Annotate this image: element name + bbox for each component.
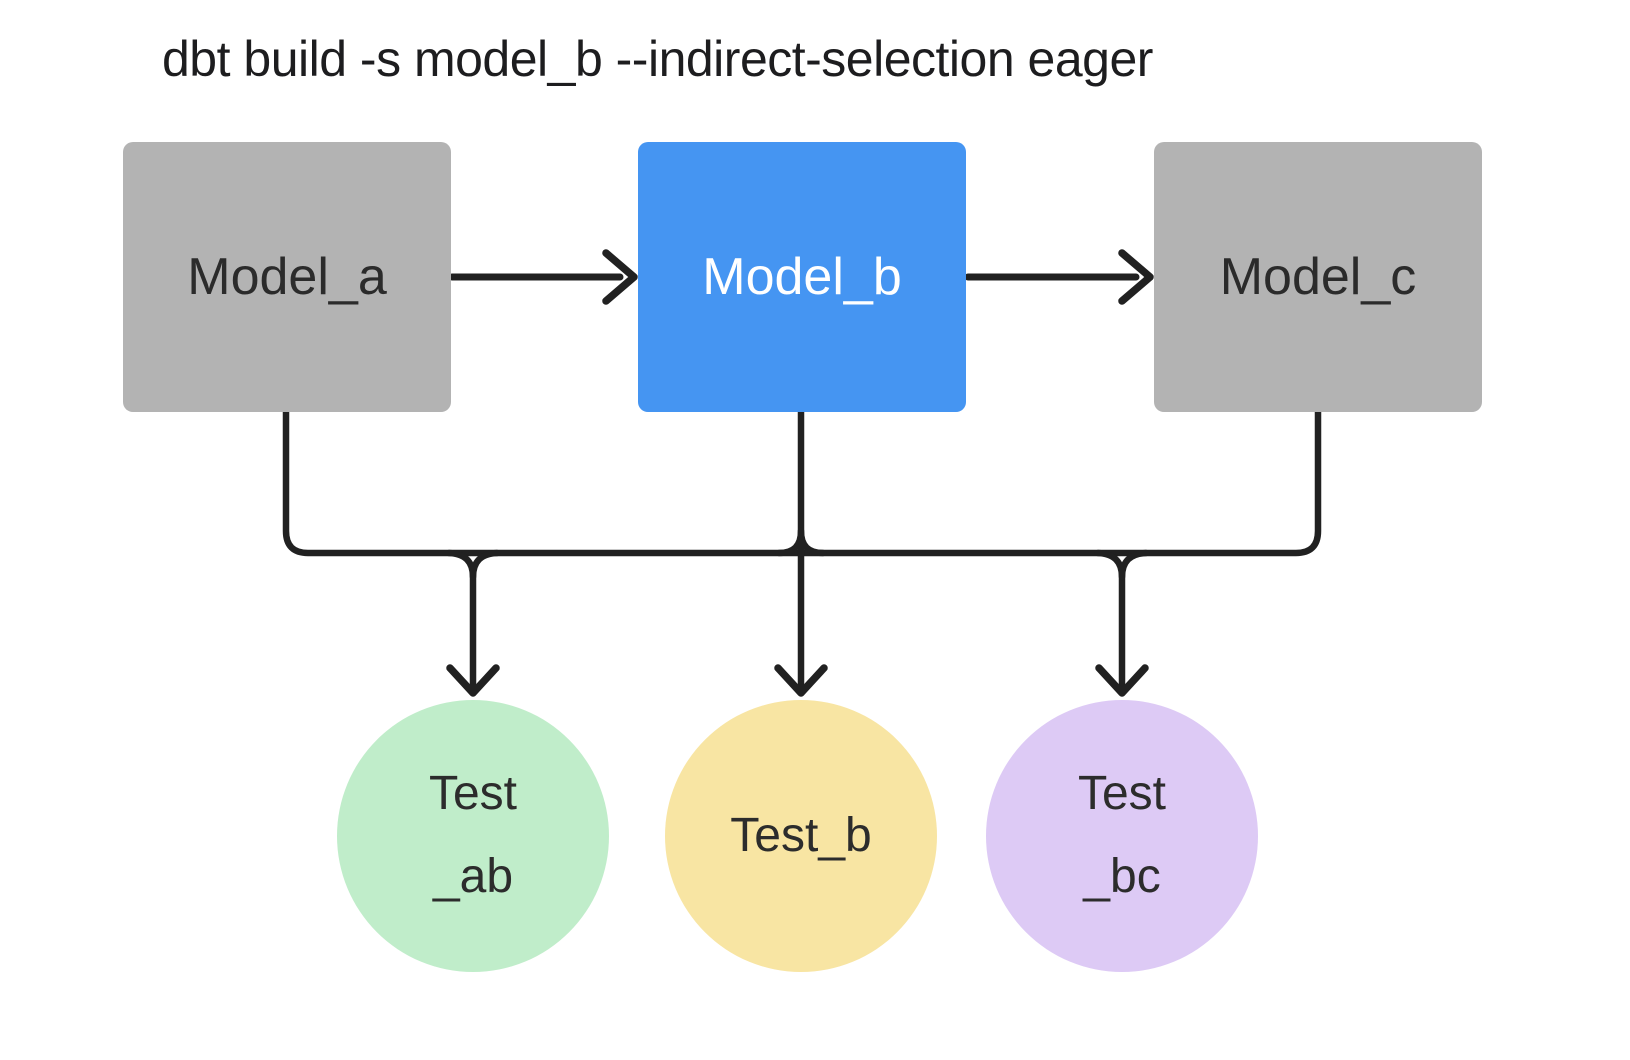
node-test-b[interactable]: Test_b <box>665 700 937 972</box>
node-test-ab[interactable]: Test _ab <box>337 700 609 972</box>
arrowhead-down-icon <box>446 664 500 697</box>
node-model-c[interactable]: Model_c <box>1154 142 1482 412</box>
node-model-b[interactable]: Model_b <box>638 142 966 412</box>
node-test-bc[interactable]: Test _bc <box>986 700 1258 972</box>
node-test-b-label: Test_b <box>730 808 872 862</box>
arrowhead-down-icon <box>774 664 828 697</box>
node-test-ab-label-line2: _ab <box>432 850 514 903</box>
node-model-a-label: Model_a <box>187 248 387 306</box>
node-test-ab-label-line1: Test <box>428 767 518 821</box>
arrowhead-right-icon <box>1118 249 1154 305</box>
node-model-a[interactable]: Model_a <box>123 142 451 412</box>
node-model-c-label: Model_c <box>1219 248 1417 306</box>
arrowhead-right-icon <box>602 249 638 305</box>
node-test-bc-label-line2: _bc <box>1083 850 1161 903</box>
node-test-bc-label-line1: Test <box>1077 767 1167 821</box>
edge-branch-test-bc-funnel <box>1094 549 1150 581</box>
arrowhead-down-icon <box>1095 664 1149 697</box>
edge-branch-test-ab-funnel <box>445 549 501 581</box>
node-model-b-label: Model_b <box>702 248 902 306</box>
edge-model-b-bus-fillet <box>775 527 827 557</box>
diagram-title: dbt build -s model_b --indirect-selectio… <box>162 31 1153 87</box>
